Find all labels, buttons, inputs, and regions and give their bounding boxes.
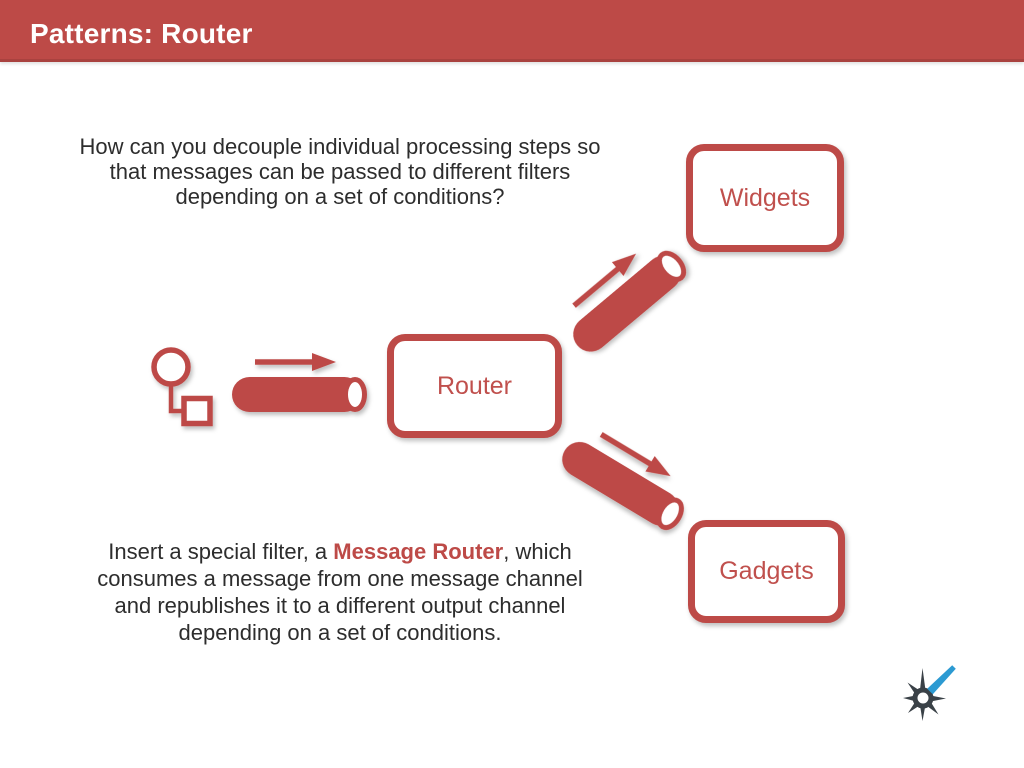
input-channel-pipe-icon <box>232 353 365 412</box>
router-node: Router <box>387 334 562 438</box>
flow-square <box>181 395 213 427</box>
gadgets-channel-pipe-icon <box>556 415 700 534</box>
answer-line: depending on a set of conditions. <box>178 620 502 645</box>
flow-step-icon <box>151 347 213 427</box>
router-node-label: Router <box>436 371 513 400</box>
page-title: Patterns: Router <box>30 17 253 49</box>
spark-star <box>903 665 956 721</box>
answer-line1-before: Insert a special filter, a <box>108 539 334 564</box>
answer-line: consumes a message from one message chan… <box>97 566 583 591</box>
widgets-node: Widgets <box>686 144 844 252</box>
question-text: How can you decouple individual processi… <box>30 134 650 209</box>
gadgets-node-label: Gadgets <box>719 557 814 585</box>
answer-line: Insert a special filter, a Message Route… <box>30 538 650 565</box>
answer-text: Insert a special filter, a Message Route… <box>30 538 650 646</box>
spark-logo-icon <box>903 665 956 721</box>
question-line: How can you decouple individual processi… <box>79 134 601 159</box>
gadgets-node: Gadgets <box>688 520 845 623</box>
spark-blue-ray <box>927 665 956 695</box>
answer-line1-after: , which <box>503 539 572 564</box>
question-line: that messages can be passed to different… <box>109 159 571 184</box>
question-line: depending on a set of conditions? <box>175 184 505 209</box>
pattern-name-highlight: Message Router <box>333 539 504 564</box>
flow-circle <box>151 347 191 387</box>
answer-line: and republishes it to a different output… <box>114 593 566 618</box>
connector-line <box>168 384 184 414</box>
slide-header: Patterns: Router <box>0 0 1024 62</box>
widgets-channel-pipe-icon <box>551 228 690 358</box>
widgets-node-label: Widgets <box>719 183 811 212</box>
